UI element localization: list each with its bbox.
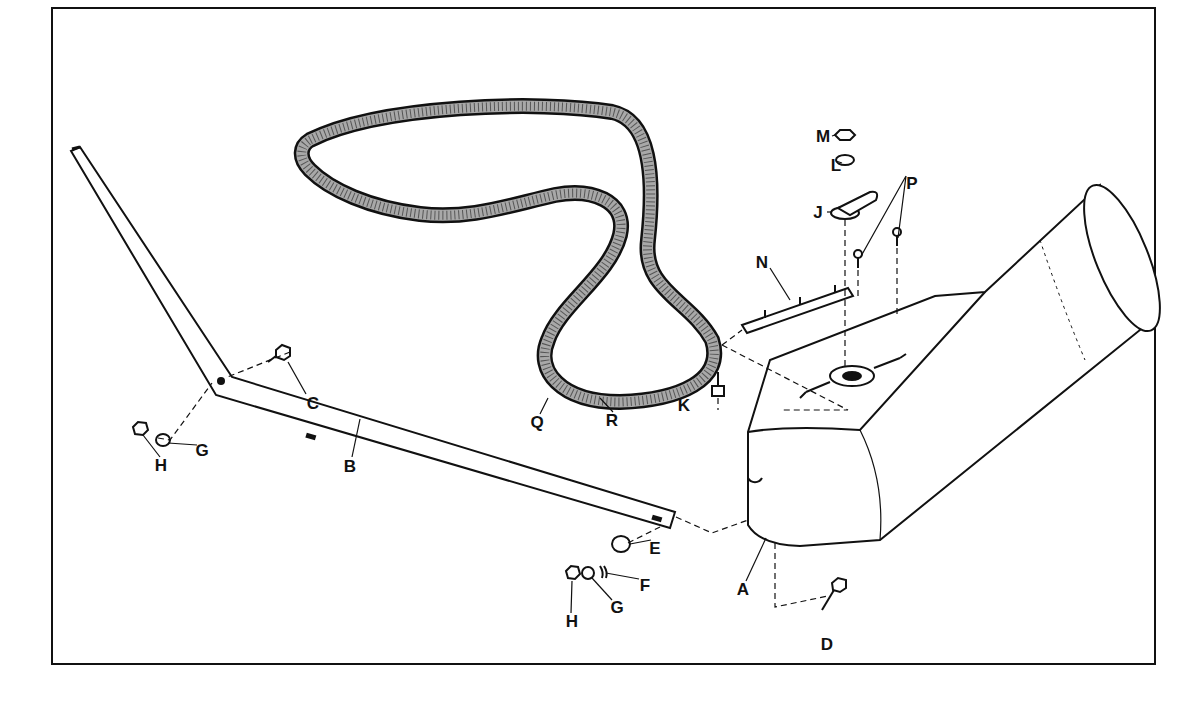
callout-letter: C bbox=[307, 395, 319, 412]
callout-letter: E bbox=[649, 540, 660, 557]
callout-letter: Q bbox=[530, 414, 543, 431]
callout-letter: G bbox=[195, 442, 208, 459]
callout-letter: J bbox=[813, 204, 822, 221]
callout-letter: F bbox=[640, 577, 650, 594]
strip bbox=[742, 288, 853, 333]
callout-letter: H bbox=[566, 613, 578, 630]
callout-letter: G bbox=[610, 599, 623, 616]
callout-letter: H bbox=[155, 457, 167, 474]
callout-letter: A bbox=[737, 581, 749, 598]
frame bbox=[52, 8, 1155, 664]
housing bbox=[748, 176, 1175, 546]
callout-letter: K bbox=[678, 397, 690, 414]
callout-letter: M bbox=[816, 128, 830, 145]
callout-letter: R bbox=[606, 412, 618, 429]
callout-letter: B bbox=[344, 458, 356, 475]
belt bbox=[302, 106, 715, 402]
callout-letter: L bbox=[831, 157, 841, 174]
callout-letter: N bbox=[756, 254, 768, 271]
knob-assembly bbox=[831, 130, 877, 219]
callout-letter: P bbox=[906, 175, 917, 192]
callout-letter: D bbox=[821, 636, 833, 653]
